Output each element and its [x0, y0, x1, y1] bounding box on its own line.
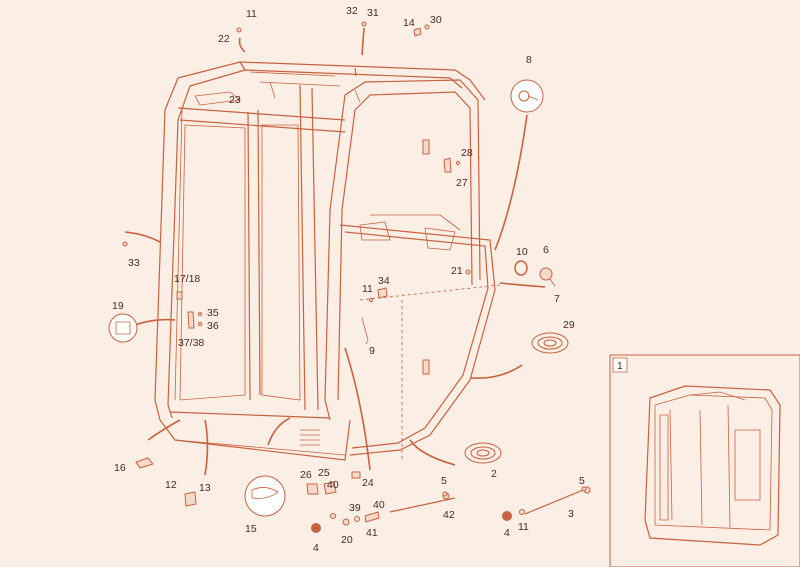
callout-32: 32: [346, 5, 358, 17]
callout-26: 26: [300, 469, 312, 481]
callout-4-b: 4: [504, 527, 510, 539]
callout-6: 6: [543, 244, 549, 256]
inset-assembled-cab: [609, 354, 800, 567]
callout-1: 1: [617, 360, 623, 372]
callout-41: 41: [366, 527, 378, 539]
callout-28: 28: [461, 147, 473, 159]
callout-5: 5: [441, 475, 447, 487]
callout-16: 16: [114, 462, 126, 474]
cab-frame: [154, 61, 501, 461]
callout-11-b: 11: [362, 283, 373, 295]
callout-30: 30: [430, 14, 442, 26]
parts: [108, 21, 591, 533]
callout-3: 3: [568, 508, 574, 520]
callout-5-b: 5: [579, 475, 585, 487]
callout-31: 31: [367, 7, 379, 19]
callout-33: 33: [128, 257, 140, 269]
callout-35: 35: [207, 307, 219, 319]
callout-11-c: 11: [518, 521, 529, 533]
callout-11: 11: [246, 8, 257, 20]
callout-40: 40: [327, 479, 339, 491]
callout-24: 24: [362, 477, 374, 489]
callout-8: 8: [526, 54, 532, 66]
callout-2: 2: [491, 468, 497, 480]
callout-20: 20: [341, 534, 353, 546]
callout-7: 7: [554, 293, 560, 305]
callout-34: 34: [378, 275, 390, 287]
callout-29: 29: [563, 319, 575, 331]
callout-labels: 11 22 32 31 14 30 8 23 28 27 10 6 21 7 3…: [112, 5, 623, 554]
callout-10: 10: [516, 246, 528, 258]
callout-15: 15: [245, 523, 257, 535]
callout-37-38: 37/38: [178, 337, 204, 349]
callout-13: 13: [199, 482, 211, 494]
callout-9: 9: [369, 345, 375, 357]
callout-4: 4: [313, 542, 319, 554]
callout-21: 21: [451, 265, 463, 277]
callout-12: 12: [165, 479, 177, 491]
callout-25: 25: [318, 467, 330, 479]
callout-36: 36: [207, 320, 219, 332]
callout-39: 39: [349, 502, 361, 514]
callout-17-18: 17/18: [174, 273, 200, 285]
callout-40-b: 40: [373, 499, 385, 511]
callout-22: 22: [218, 33, 230, 45]
callout-23: 23: [229, 94, 241, 106]
leader-arrows: [124, 27, 546, 476]
callout-42: 42: [443, 509, 455, 521]
callout-27: 27: [456, 177, 468, 189]
callout-14: 14: [403, 17, 415, 29]
callout-19: 19: [112, 300, 124, 312]
